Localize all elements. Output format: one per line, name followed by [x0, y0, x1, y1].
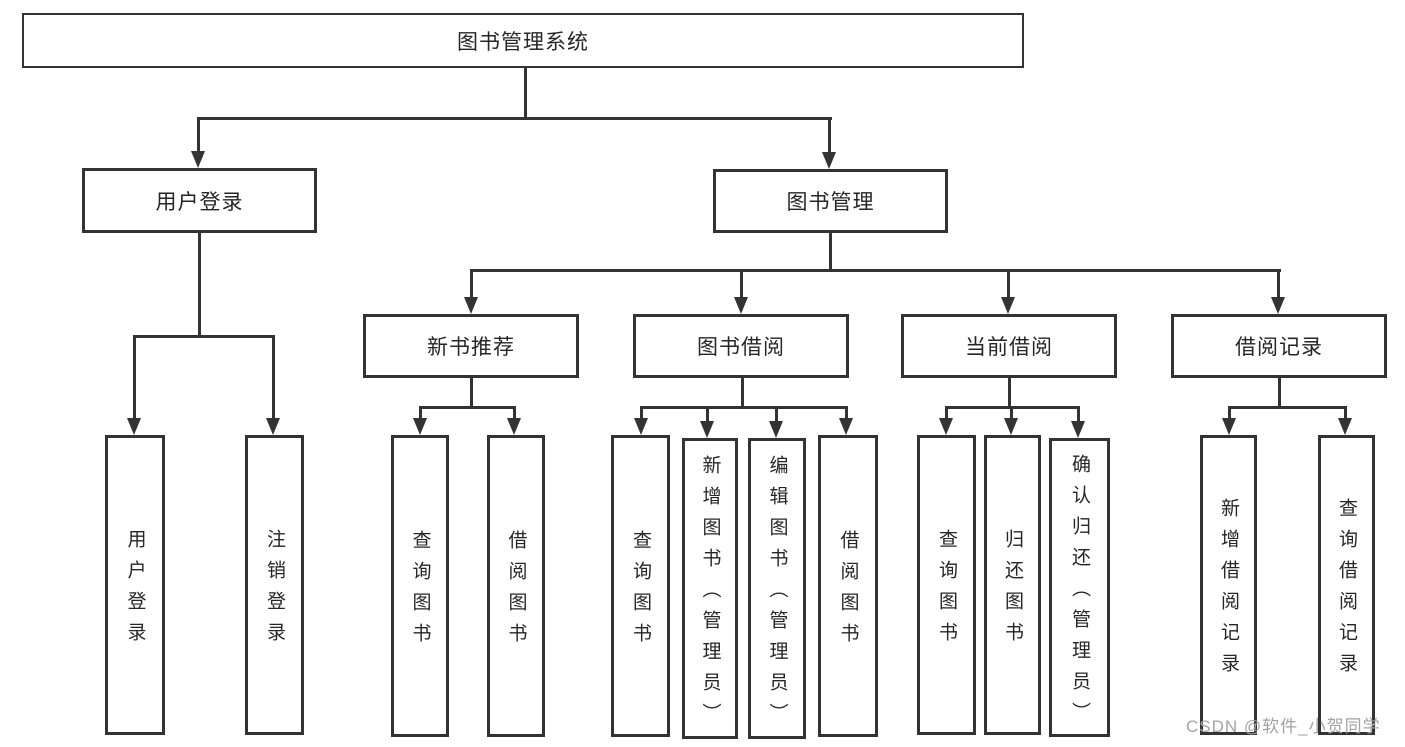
node-library-system: 图书管理系统	[22, 13, 1024, 68]
leaf-label: 新增图书（管理员）	[699, 455, 721, 734]
leaf-add-book-admin: 新增图书（管理员）	[682, 438, 738, 739]
connector-line	[1077, 406, 1080, 423]
connector-line	[1228, 406, 1347, 409]
connector-line	[1277, 269, 1280, 299]
node-label: 新书推荐	[427, 336, 515, 359]
arrow-down-icon	[734, 297, 748, 314]
connector-line	[513, 406, 516, 420]
connector-line	[775, 406, 778, 423]
arrow-down-icon	[1001, 297, 1015, 314]
leaf-label: 查询借阅记录	[1336, 498, 1357, 684]
node-borrow-records: 借阅记录	[1171, 314, 1387, 378]
leaf-query-books-borrow: 查询图书	[611, 435, 670, 737]
arrow-down-icon	[939, 418, 953, 435]
connector-line	[1228, 406, 1231, 420]
node-label: 用户登录	[155, 190, 244, 214]
connector-line	[640, 406, 643, 420]
leaf-label: 借阅图书	[837, 530, 859, 654]
connector-line	[828, 117, 831, 154]
connector-line	[133, 335, 136, 420]
connector-line	[197, 117, 832, 120]
leaf-label: 编辑图书（管理员）	[766, 455, 788, 734]
arrow-down-icon	[1071, 421, 1085, 438]
node-label: 当前借阅	[965, 336, 1053, 359]
connector-line	[740, 269, 743, 299]
connector-line	[419, 406, 422, 420]
connector-line	[1007, 269, 1010, 299]
connector-line	[741, 378, 744, 408]
node-book-management: 图书管理	[713, 169, 948, 233]
connector-line	[1008, 378, 1011, 408]
node-new-book-recommend: 新书推荐	[363, 314, 579, 378]
connector-line	[1010, 406, 1013, 420]
connector-line	[470, 378, 473, 408]
arrow-down-icon	[839, 418, 853, 435]
connector-line	[1344, 406, 1347, 420]
node-user-login: 用户登录	[82, 168, 317, 233]
leaf-user-login: 用户登录	[105, 435, 165, 735]
leaf-label: 查询图书	[630, 530, 651, 654]
leaf-add-borrow-record: 新增借阅记录	[1200, 435, 1257, 735]
arrow-down-icon	[1222, 418, 1236, 435]
arrow-down-icon	[127, 418, 141, 435]
connector-line	[945, 406, 948, 420]
leaf-query-borrow-record: 查询借阅记录	[1318, 435, 1375, 735]
arrow-down-icon	[413, 418, 427, 435]
leaf-label: 新增借阅记录	[1218, 498, 1239, 684]
connector-line	[845, 406, 848, 420]
node-label: 图书借阅	[697, 336, 785, 359]
leaf-edit-book-admin: 编辑图书（管理员）	[748, 438, 806, 739]
leaf-query-books-recommend: 查询图书	[391, 435, 449, 737]
connector-line	[419, 406, 516, 409]
connector-line	[470, 269, 1281, 272]
arrow-down-icon	[191, 151, 205, 168]
connector-line	[640, 406, 847, 409]
leaf-label: 用户登录	[124, 529, 146, 653]
node-label: 图书管理系统	[457, 30, 589, 54]
arrow-down-icon	[1338, 418, 1352, 435]
leaf-label: 查询图书	[409, 530, 431, 654]
leaf-query-books-current: 查询图书	[917, 435, 976, 735]
leaf-label: 查询图书	[936, 529, 957, 653]
connector-line	[197, 117, 200, 153]
leaf-borrow-books: 借阅图书	[818, 435, 878, 737]
arrow-down-icon	[769, 421, 783, 438]
node-label: 图书管理	[786, 191, 875, 214]
node-book-borrow: 图书借阅	[633, 314, 849, 378]
connector-line	[133, 335, 275, 338]
connector-line	[272, 335, 275, 420]
leaf-logout: 注销登录	[245, 435, 304, 735]
connector-line	[198, 233, 201, 337]
leaf-label: 注销登录	[264, 529, 285, 653]
connector-line	[706, 406, 709, 423]
arrow-down-icon	[822, 152, 836, 169]
arrow-down-icon	[464, 297, 478, 314]
leaf-return-book: 归还图书	[984, 435, 1041, 735]
leaf-label: 归还图书	[1002, 529, 1023, 653]
arrow-down-icon	[266, 418, 280, 435]
node-current-borrow: 当前借阅	[901, 314, 1117, 378]
leaf-confirm-return-admin: 确认归还（管理员）	[1049, 438, 1110, 737]
connector-line	[829, 233, 832, 271]
leaf-label: 借阅图书	[505, 530, 527, 654]
arrow-down-icon	[1004, 418, 1018, 435]
arrow-down-icon	[700, 421, 714, 438]
connector-line	[470, 269, 473, 299]
leaf-label: 确认归还（管理员）	[1069, 454, 1090, 733]
arrow-down-icon	[634, 418, 648, 435]
arrow-down-icon	[507, 418, 521, 435]
node-label: 借阅记录	[1235, 336, 1323, 359]
connector-line	[524, 68, 527, 120]
watermark: CSDN @软件_小贺同学	[1186, 717, 1381, 736]
arrow-down-icon	[1271, 297, 1285, 314]
connector-line	[1278, 378, 1281, 408]
leaf-borrow-books-recommend: 借阅图书	[487, 435, 545, 737]
